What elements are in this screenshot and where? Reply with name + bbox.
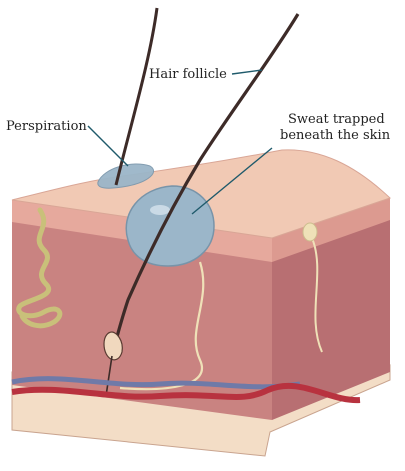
perspiration-label: Perspiration <box>6 119 87 135</box>
sweat-trapped-label-line2: beneath the skin <box>280 128 390 144</box>
sweat-trapped-label-line1: Sweat trapped <box>288 112 385 128</box>
hair-shaft-left <box>116 8 157 185</box>
leader-perspiration <box>88 126 128 166</box>
hair-follicle-label: Hair follicle <box>149 67 227 83</box>
